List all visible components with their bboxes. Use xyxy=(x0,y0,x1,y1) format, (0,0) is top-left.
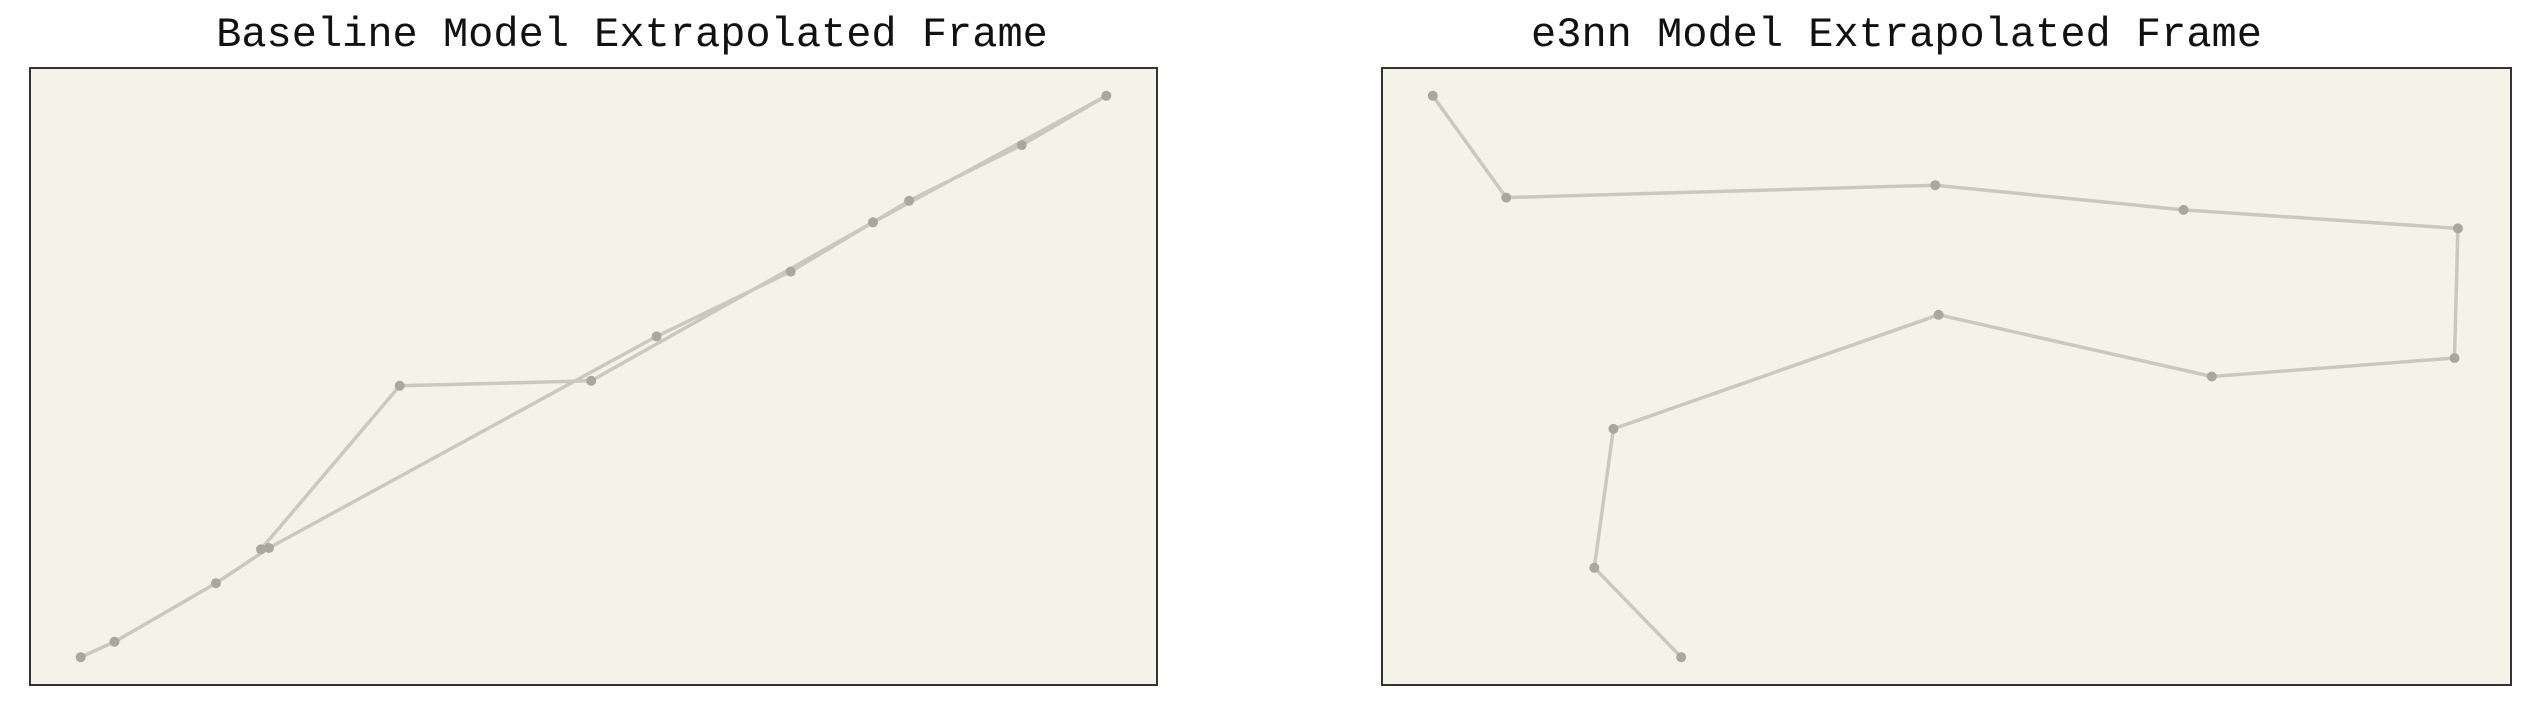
baseline-data-point xyxy=(651,331,662,342)
e3nn-data-point xyxy=(1501,192,1512,203)
baseline-model-plot xyxy=(29,67,1158,686)
e3nn-data-point xyxy=(1930,180,1941,191)
e3nn-model-title: e3nn Model Extrapolated Frame xyxy=(1531,11,2262,59)
baseline-data-point xyxy=(868,217,878,228)
e3nn-plot-area xyxy=(1381,67,2512,686)
baseline-model-title: Baseline Model Extrapolated Frame xyxy=(216,11,1048,59)
e3nn-model-panel: e3nn Model Extrapolated Frame xyxy=(1264,0,2529,714)
baseline-data-point xyxy=(394,380,405,391)
baseline-data-point xyxy=(211,578,221,589)
e3nn-data-point xyxy=(2206,371,2217,382)
baseline-data-point xyxy=(256,544,266,555)
baseline-data-point xyxy=(785,266,796,277)
e3nn-model-plot xyxy=(1381,67,2512,686)
e3nn-data-point xyxy=(1933,309,1944,320)
baseline-data-point xyxy=(586,375,597,386)
e3nn-data-point xyxy=(1608,423,1619,434)
e3nn-data-point xyxy=(1676,652,1687,663)
e3nn-data-point xyxy=(2452,223,2463,234)
baseline-data-point xyxy=(1101,90,1112,101)
baseline-model-panel: Baseline Model Extrapolated Frame xyxy=(0,0,1264,714)
baseline-data-point xyxy=(109,636,120,647)
baseline-data-point xyxy=(904,195,915,206)
e3nn-data-point xyxy=(1427,90,1438,101)
baseline-data-point xyxy=(75,652,86,663)
e3nn-data-point xyxy=(2449,353,2460,363)
baseline-data-point xyxy=(263,543,274,553)
baseline-data-point xyxy=(1016,140,1027,151)
e3nn-data-point xyxy=(1589,562,1600,573)
e3nn-data-point xyxy=(2178,204,2189,215)
